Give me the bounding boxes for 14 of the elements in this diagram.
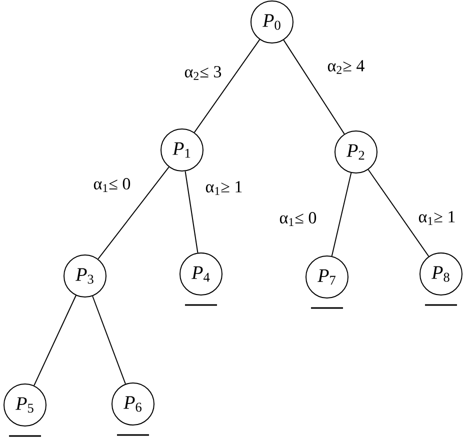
edge-label: α$_{1}$≤ 0: [92, 177, 132, 193]
branch-line: [184, 170, 198, 254]
edge-label: α$_{1}$≤ 0: [278, 211, 318, 227]
branch-line: [98, 166, 170, 260]
branch-line: [283, 40, 345, 134]
edge-label: α$_{1}$≥ 1: [204, 180, 244, 196]
branch-line: [331, 172, 352, 257]
edge-label: α$_{2}$≤ 3: [183, 65, 223, 81]
edge-label: α$_{1}$≥ 1: [417, 210, 457, 226]
edge-label: α$_{2}$≥ 4: [326, 59, 366, 75]
branch-line: [92, 296, 126, 384]
branch-line: [368, 169, 430, 257]
branch-line: [194, 39, 260, 133]
branch-line: [34, 295, 76, 386]
